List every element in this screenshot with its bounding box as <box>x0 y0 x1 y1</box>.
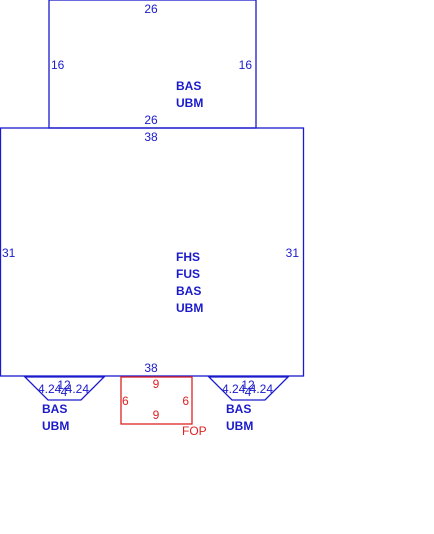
left-bay-bottom-dimension: 4 <box>61 385 68 399</box>
main-right-dimension: 31 <box>286 246 300 260</box>
right-bay-code-1: BAS <box>226 402 251 416</box>
upper-floor-section: 26 26 16 16 BAS UBM <box>48 0 257 129</box>
upper-floor-outline <box>48 0 257 129</box>
porch-left-dimension: 6 <box>122 394 129 408</box>
main-bottom-dimension: 38 <box>144 361 158 375</box>
porch-section: 9 9 6 6 FOP <box>120 376 207 438</box>
porch-code: FOP <box>182 424 207 438</box>
left-bay-code-2: UBM <box>42 419 69 433</box>
left-bay-code-1: BAS <box>42 402 67 416</box>
main-code-2: FUS <box>176 267 200 281</box>
right-bay-section: 12 4.24 4.24 4 BAS UBM <box>207 376 290 433</box>
porch-right-dimension: 6 <box>182 394 189 408</box>
porch-bottom-dimension: 9 <box>153 408 160 422</box>
main-floor-section: 38 38 31 31 FHS FUS BAS UBM <box>0 127 305 377</box>
main-left-dimension: 31 <box>2 246 16 260</box>
porch-top-dimension: 9 <box>153 377 160 391</box>
right-bay-outline <box>207 376 290 401</box>
main-code-3: BAS <box>176 284 201 298</box>
main-code-1: FHS <box>176 250 200 264</box>
right-bay-top-dimension: 12 <box>241 378 255 392</box>
upper-left-dimension: 16 <box>51 58 65 72</box>
right-bay-code-2: UBM <box>226 419 253 433</box>
main-floor-outline <box>0 127 305 377</box>
left-bay-angled-right: 4.24 <box>66 382 90 396</box>
left-bay-section: 12 4.24 4.24 4 BAS UBM <box>23 376 106 433</box>
right-bay-angled-right: 4.24 <box>250 382 274 396</box>
right-bay-angled-left: 4.24 <box>222 382 246 396</box>
upper-bottom-dimension: 26 <box>144 113 158 127</box>
main-code-4: UBM <box>176 301 203 315</box>
porch-outline <box>120 376 193 425</box>
upper-right-dimension: 16 <box>239 58 253 72</box>
left-bay-top-dimension: 12 <box>57 378 71 392</box>
main-top-dimension: 38 <box>144 130 158 144</box>
right-bay-bottom-dimension: 4 <box>245 385 252 399</box>
left-bay-outline <box>23 376 106 401</box>
left-bay-angled-left: 4.24 <box>38 382 62 396</box>
upper-code-1: BAS <box>176 79 201 93</box>
upper-code-2: UBM <box>176 96 203 110</box>
upper-top-dimension: 26 <box>144 2 158 16</box>
